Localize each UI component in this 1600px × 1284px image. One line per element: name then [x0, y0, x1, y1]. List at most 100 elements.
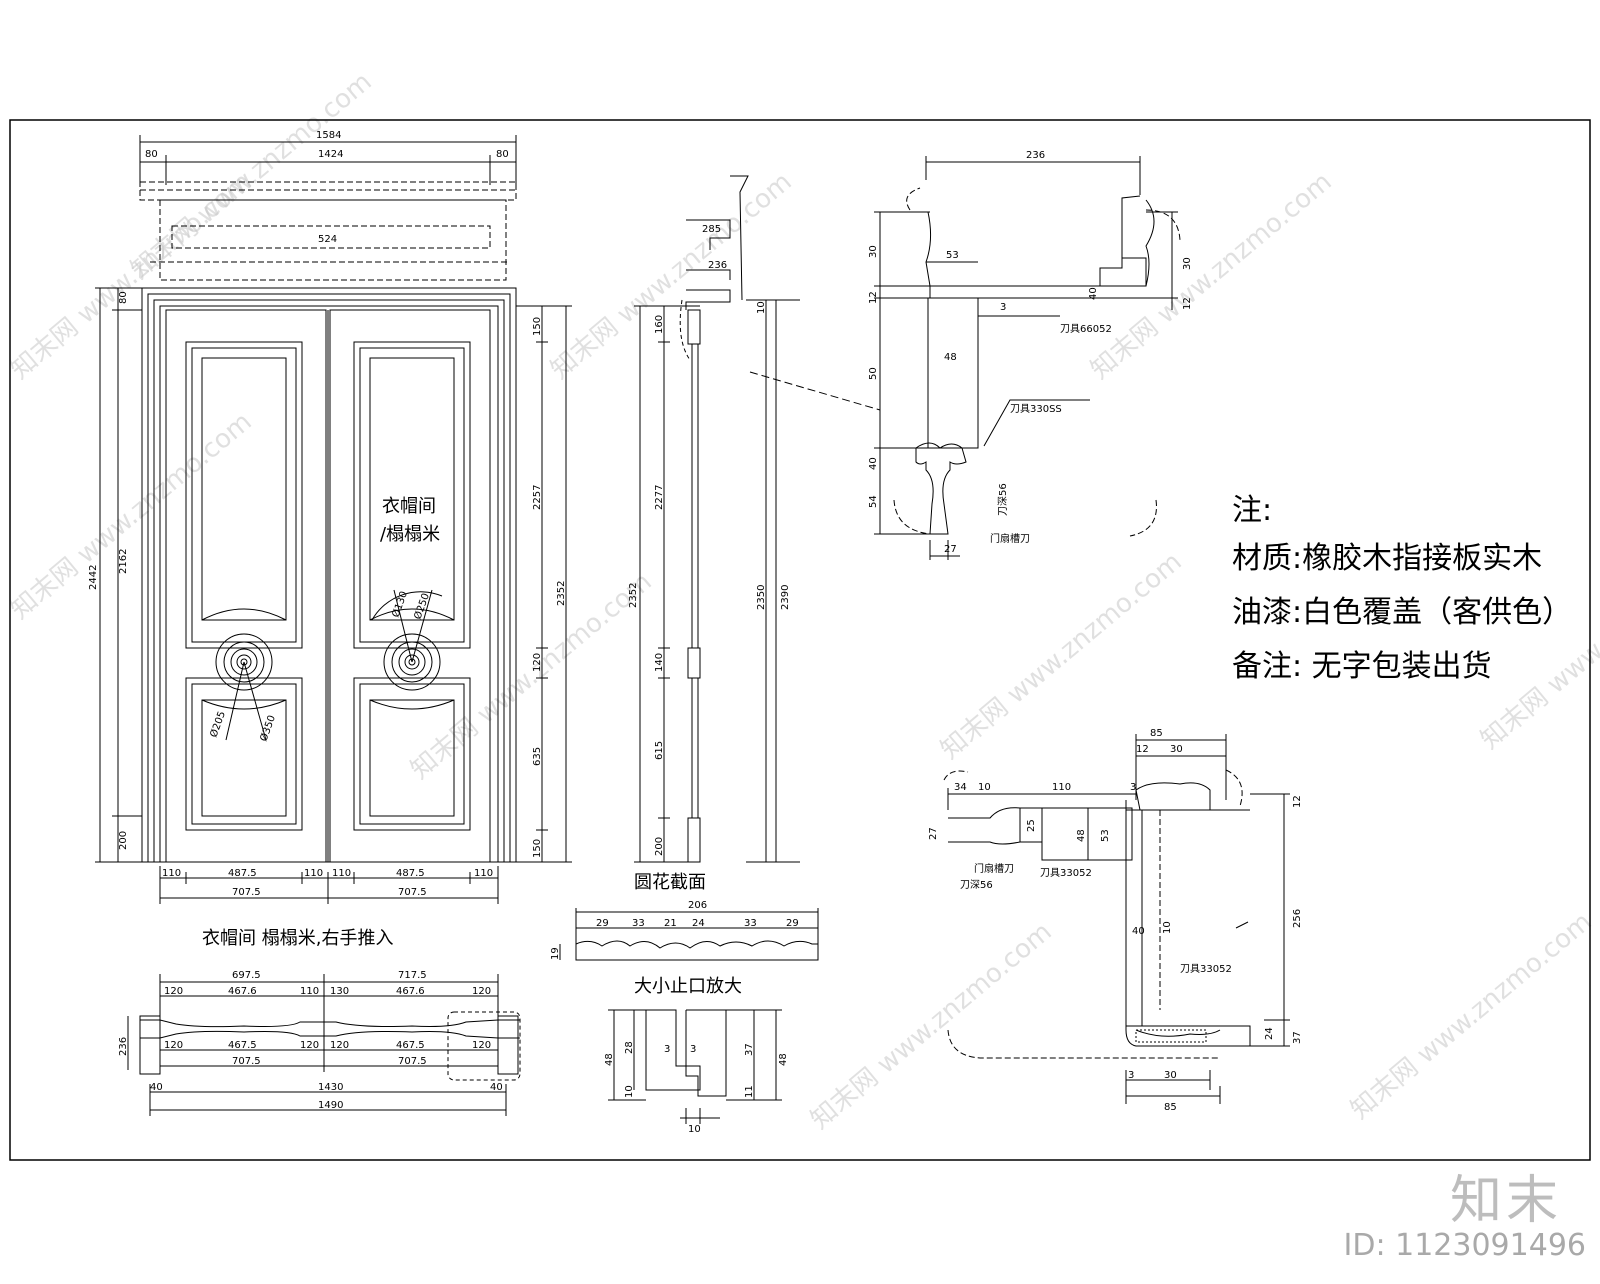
dim-s1-12a: 12	[868, 291, 879, 304]
groove-label-1: 刀深56	[997, 483, 1009, 516]
dim-bottom-7075b: 707.5	[398, 887, 427, 898]
groove-label-3: 门扇槽刀	[990, 532, 1030, 545]
watermark: 知末网 www.znzmo.com	[805, 917, 1057, 1136]
dim-right-150b: 150	[532, 839, 543, 858]
dim-right-635: 635	[532, 747, 543, 766]
dim-top-total: 1584	[316, 130, 341, 141]
dim-side-2390: 2390	[780, 585, 791, 610]
notes-paint: 油漆:白色覆盖（客供色）	[1232, 595, 1572, 630]
dim-s2-85a: 85	[1150, 728, 1163, 739]
dim-rs-b: 33	[632, 918, 645, 929]
dim-s2-12b: 12	[1292, 795, 1303, 808]
brand-logo: 知末	[1449, 1171, 1562, 1231]
notes-block: 注: 材质:橡胶木指接板实木 油漆:白色覆盖（客供色） 备注: 无字包装出货	[1232, 493, 1572, 684]
dim-s2-53: 53	[1100, 829, 1111, 842]
dim-header-inner: 524	[318, 234, 337, 245]
dim-rosette-d1: Ø205	[208, 710, 229, 739]
dim-rs-a: 29	[596, 918, 609, 929]
dim-s1-236: 236	[1026, 150, 1045, 161]
rosette-profile	[559, 908, 819, 961]
dim-side-140: 140	[654, 653, 665, 672]
dim-rosette-d2: Ø350	[258, 714, 279, 743]
dim-plan-40b: 40	[490, 1082, 503, 1093]
plan-view	[127, 974, 521, 1116]
dim-s2-34: 34	[954, 782, 967, 793]
dim-plan-120d: 120	[300, 1040, 319, 1051]
dim-side-10: 10	[756, 301, 767, 314]
cutter-label-3: 刀具33052	[1040, 867, 1092, 879]
dim-s2-30: 30	[1170, 744, 1183, 755]
dim-s2-10: 10	[978, 782, 991, 793]
dim-s2-85b: 85	[1164, 1102, 1177, 1113]
dim-top-side-r: 80	[496, 149, 509, 160]
watermark: 知末网 www.znzmo.com	[545, 167, 797, 386]
dim-right-150a: 150	[532, 317, 543, 336]
elevation-caption: 衣帽间 榻榻米,右手推入	[202, 928, 393, 949]
dim-notch-48a: 48	[604, 1053, 615, 1066]
dim-notch-48b: 48	[778, 1053, 789, 1066]
dim-height-leaf: 2162	[118, 549, 129, 574]
notch-detail	[608, 1009, 782, 1124]
notes-heading: 注:	[1232, 493, 1272, 528]
dim-notch-11: 11	[744, 1085, 755, 1098]
dim-plan-120e: 120	[330, 1040, 349, 1051]
dim-s1-30a: 30	[868, 245, 879, 258]
dim-s2-24: 24	[1264, 1027, 1275, 1040]
dim-s2-37: 37	[1292, 1031, 1303, 1044]
side-section-text: 285 236 160 2352 2277 140 615 200 10 235…	[628, 224, 791, 893]
dim-rosette-d3: Ø250	[412, 592, 433, 621]
dim-s2-27: 27	[928, 827, 939, 840]
notch-detail-label: 大小止口放大	[634, 976, 742, 997]
dim-s1-40: 40	[1088, 287, 1099, 300]
dim-s1-54: 54	[868, 495, 879, 508]
watermark: 知末网 www.znzmo.com	[1345, 907, 1597, 1126]
dim-bottom-4875a: 487.5	[228, 868, 257, 879]
dim-plan-4676b: 467.6	[396, 986, 425, 997]
dim-side-615: 615	[654, 741, 665, 760]
dim-top-rail: 80	[118, 291, 129, 304]
dim-notch-10b: 10	[688, 1124, 701, 1135]
dim-s2-40: 40	[1132, 926, 1145, 937]
rosette-section-label: 圆花截面	[634, 872, 706, 893]
dim-s2-48: 48	[1076, 829, 1087, 842]
dim-side-160: 160	[654, 315, 665, 334]
dim-bottom-7075a: 707.5	[232, 887, 261, 898]
groove-label-4: 门扇槽刀	[974, 862, 1014, 875]
dim-s1-40b: 40	[868, 457, 879, 470]
dim-side-200: 200	[654, 837, 665, 856]
dim-notch-3b: 3	[690, 1044, 696, 1055]
dim-s1-3: 3	[1000, 302, 1006, 313]
dim-s1-50: 50	[868, 367, 879, 380]
dim-side-2350: 2350	[756, 585, 767, 610]
frame-section-2	[943, 734, 1290, 1104]
dim-right-120: 120	[532, 653, 543, 672]
dim-plan-7075b: 707.5	[398, 1056, 427, 1067]
frame-section-2-text: 85 12 30 34 10 110 3 12 27 25 48 53 40 1…	[928, 728, 1303, 1113]
dim-bottom-110a: 110	[162, 868, 181, 879]
dim-s1-48: 48	[944, 352, 957, 363]
dim-top-side-l: 80	[145, 149, 158, 160]
dim-side-2277: 2277	[654, 485, 665, 510]
dim-bottom-110c: 110	[332, 868, 351, 879]
frame-section-1-text: 236 53 30 12 40 3 50 48 40 54 27 30 12 刀…	[868, 150, 1193, 555]
dim-s2-256: 256	[1292, 909, 1303, 928]
dim-rs-total: 206	[688, 900, 707, 911]
dim-plan-1430: 1430	[318, 1082, 343, 1093]
dim-right-2257: 2257	[532, 485, 543, 510]
front-elevation	[95, 135, 572, 904]
side-section	[634, 175, 881, 863]
dim-plan-130: 130	[330, 986, 349, 997]
dim-rs-f: 29	[786, 918, 799, 929]
dim-plan-7075a: 707.5	[232, 1056, 261, 1067]
dim-plan-120a: 120	[164, 986, 183, 997]
door-tag-line1: 衣帽间	[382, 496, 436, 517]
dim-s1-53: 53	[946, 250, 959, 261]
dim-bottom-110b: 110	[304, 868, 323, 879]
dim-s2-3b: 3	[1128, 1070, 1134, 1081]
dim-plan-top-r: 717.5	[398, 970, 427, 981]
dim-plan-4675b: 467.5	[396, 1040, 425, 1051]
dim-plan-4676a: 467.6	[228, 986, 257, 997]
plan-view-text: 697.5 717.5 120 467.6 110 130 467.6 120 …	[118, 970, 503, 1111]
